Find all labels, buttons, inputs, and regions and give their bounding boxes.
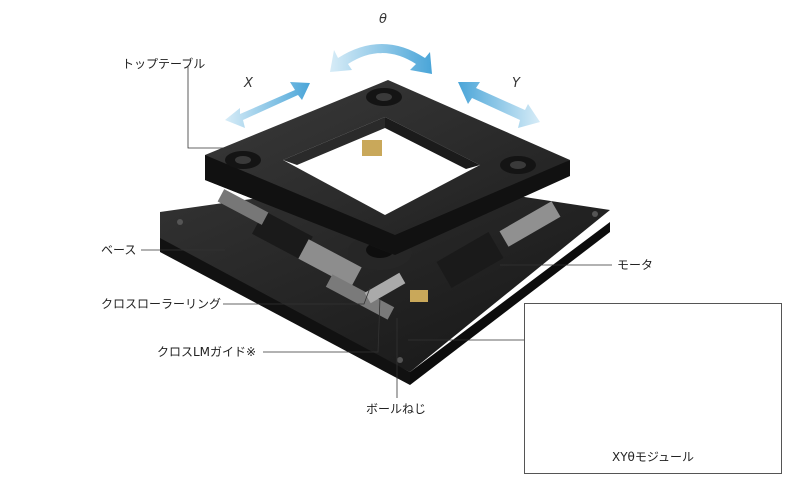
inset-panel: XYθモジュール bbox=[524, 303, 782, 474]
x-arrow bbox=[225, 82, 310, 128]
label-base: ベース bbox=[101, 243, 137, 257]
label-motor: モータ bbox=[617, 258, 654, 272]
label-top-table: トップテーブル bbox=[122, 57, 206, 71]
label-cross-roller-ring: クロスローラーリング bbox=[101, 297, 222, 311]
label-ball-screw: ボールねじ bbox=[366, 402, 427, 416]
x-axis-label: X bbox=[244, 76, 253, 91]
top-table bbox=[205, 80, 570, 255]
theta-arrow bbox=[330, 44, 432, 74]
inset-caption: XYθモジュール bbox=[611, 450, 695, 464]
leader-lines bbox=[141, 66, 612, 398]
theta-axis-label: θ bbox=[379, 12, 387, 27]
y-axis-label: Y bbox=[512, 76, 520, 91]
label-cross-lm-guide: クロスLMガイド※ bbox=[157, 345, 257, 359]
y-arrow bbox=[458, 82, 540, 128]
drive-mechanisms bbox=[217, 189, 561, 320]
